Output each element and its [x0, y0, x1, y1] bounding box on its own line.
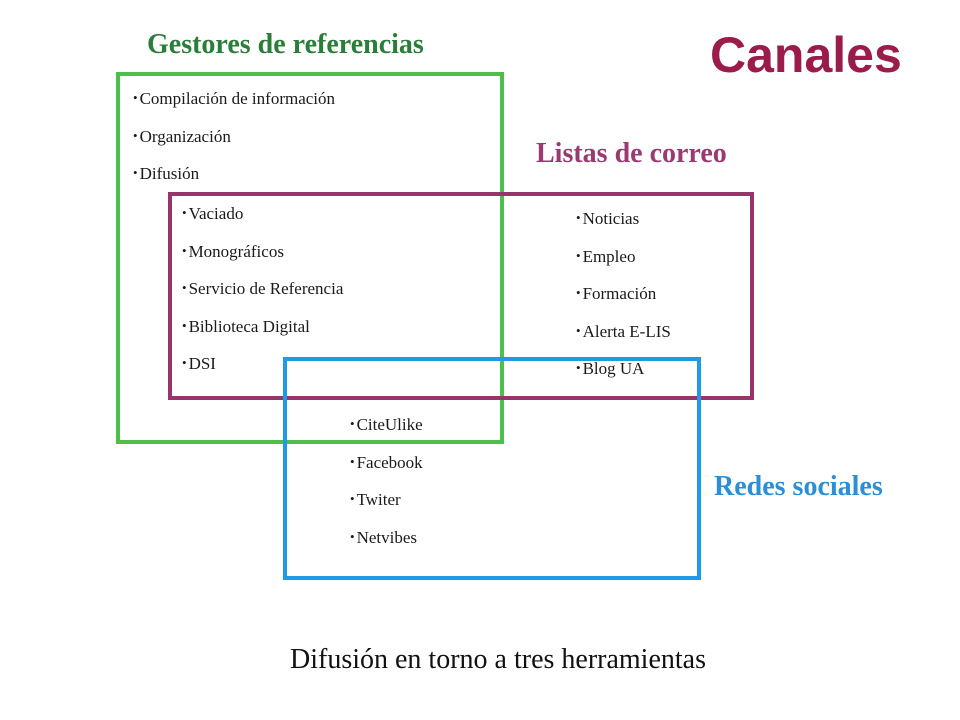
- list-item: Compilación de información: [133, 89, 335, 127]
- gestores-list: Compilación de información Organización …: [133, 89, 335, 202]
- shared-list: Vaciado Monográficos Servicio de Referen…: [182, 204, 344, 392]
- list-item: Twiter: [350, 490, 423, 528]
- list-item: Vaciado: [182, 204, 343, 242]
- list-item: DSI: [182, 354, 343, 392]
- list-item: Noticias: [576, 209, 671, 247]
- list-item: Blog UA: [576, 359, 671, 397]
- list-item: Netvibes: [350, 528, 423, 566]
- list-item: Difusión: [133, 164, 335, 202]
- list-item: Monográficos: [182, 242, 343, 280]
- list-item: Organización: [133, 127, 335, 165]
- gestores-box: [116, 72, 504, 444]
- slide-caption: Difusión en torno a tres herramientas: [290, 644, 706, 675]
- list-item: Formación: [576, 284, 671, 322]
- slide-title: Canales: [710, 27, 902, 83]
- redes-box: [283, 357, 701, 580]
- redes-list: CiteUlike Facebook Twiter Netvibes: [350, 415, 423, 565]
- list-item: Facebook: [350, 453, 423, 491]
- listas-box: [168, 192, 754, 400]
- list-item: Servicio de Referencia: [182, 279, 344, 317]
- list-item: Biblioteca Digital: [182, 317, 343, 355]
- listas-label: Listas de correo: [536, 138, 727, 169]
- list-item: Alerta E-LIS: [576, 322, 671, 360]
- redes-label: Redes sociales: [714, 471, 883, 502]
- list-item: CiteUlike: [350, 415, 423, 453]
- list-item: Empleo: [576, 247, 671, 285]
- listas-list: Noticias Empleo Formación Alerta E-LIS B…: [576, 209, 671, 397]
- gestores-label: Gestores de referencias: [147, 29, 424, 60]
